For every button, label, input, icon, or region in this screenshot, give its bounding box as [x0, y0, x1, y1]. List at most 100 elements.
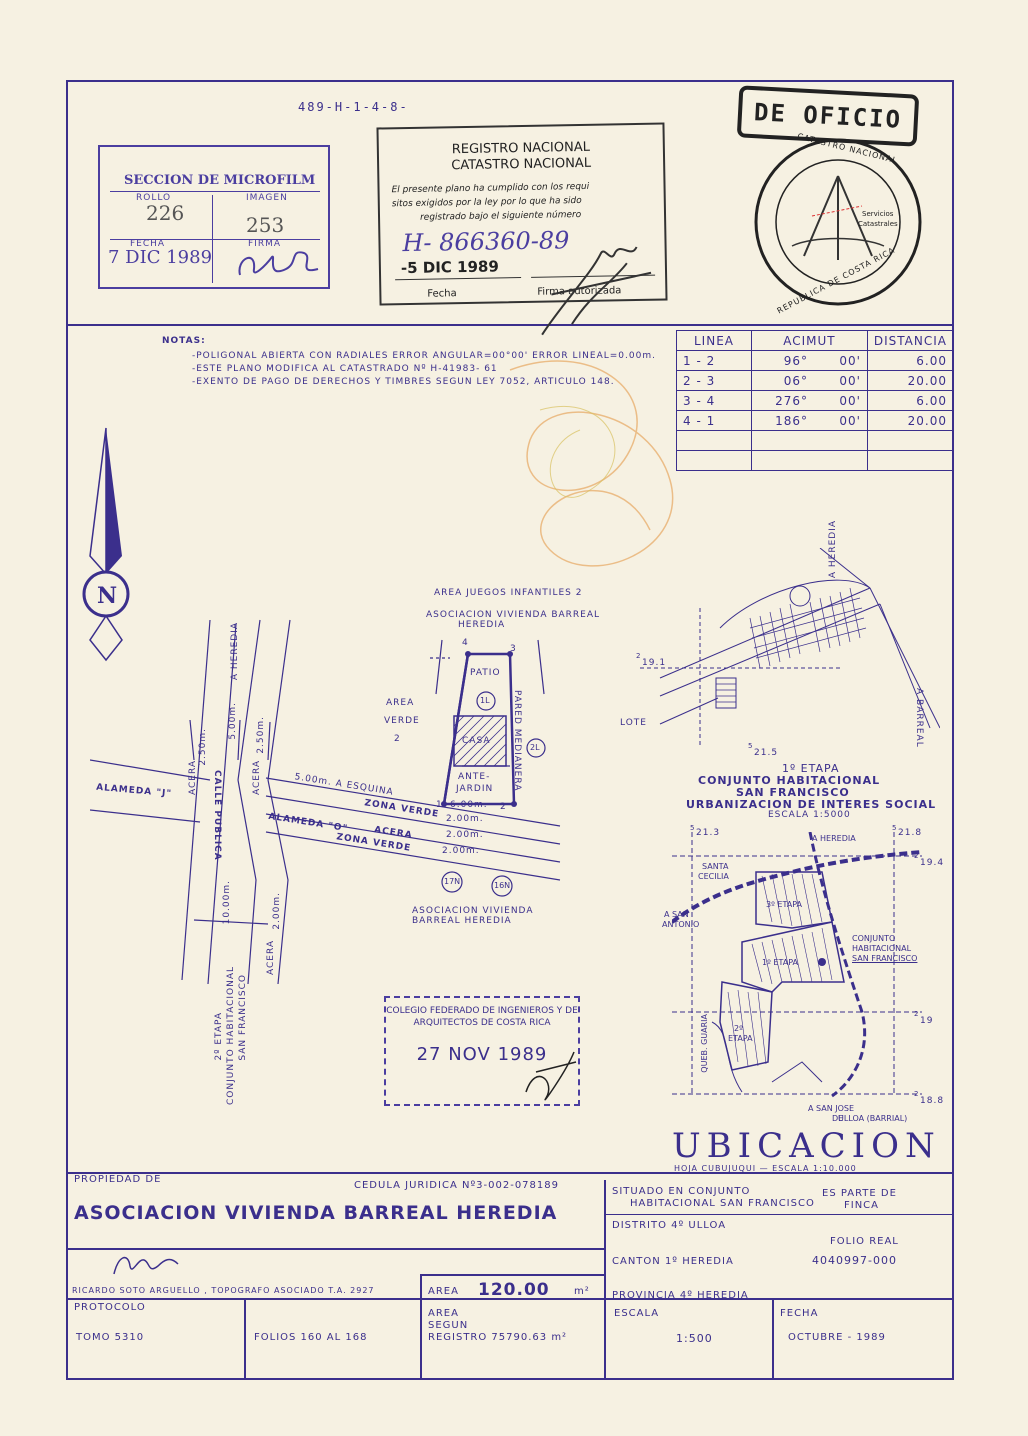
dim-200-3: 2.00m. [442, 846, 480, 856]
row-min: 00' [814, 350, 868, 371]
row-distancia: 20.00 [866, 370, 955, 391]
title-block-hdiv [606, 1214, 954, 1215]
header-distancia: DISTANCIA [866, 330, 955, 351]
distrito: DISTRITO 4º ULLOA [612, 1220, 727, 1231]
map2-antonio-1: A SAN [664, 910, 689, 919]
width-6m: 6.00m. [450, 800, 488, 810]
map2-c19: 19 [920, 1016, 934, 1026]
etapa1-map [640, 548, 940, 748]
calle-publica-label: CALLE PUBLICA [212, 770, 222, 861]
protocolo-label: PROTOCOLO [74, 1302, 146, 1313]
map1-c5: 5 [748, 742, 753, 750]
divider [110, 191, 320, 192]
ante-label-1: ANTE- [458, 772, 491, 782]
topografo-signature [113, 1256, 179, 1275]
row-deg: 186° [751, 410, 814, 431]
ubicacion-sub: HOJA CUBUJUQUI — ESCALA 1:10.000 [674, 1164, 857, 1173]
map2-santa-2: CECILIA [698, 872, 729, 881]
map2-c218: 21.8 [898, 828, 923, 838]
registro-signature [541, 246, 652, 336]
vertex-2: 2 [500, 802, 507, 812]
map2-etapa2b: ETAPA [728, 1034, 753, 1043]
firma-label: FIRMA [248, 239, 282, 249]
north-letter: N [97, 583, 118, 609]
row-min: 00' [814, 370, 868, 391]
title-block-hdiv [66, 1248, 606, 1250]
acera-right: ACERA [252, 760, 262, 796]
lot-1l: 1L [480, 696, 490, 705]
plan-code: 489-H-1-4-8- [298, 100, 409, 114]
registro-text-1: El presente plano ha cumplido con los re… [391, 181, 590, 196]
map1-title-1: 1º ETAPA [782, 762, 840, 775]
area-juegos-label: AREA JUEGOS INFANTILES 2 [434, 588, 583, 598]
title-block-vdiv [244, 1298, 246, 1380]
casa-label: CASA [462, 736, 491, 746]
map2-conj-1: CONJUNTO [852, 934, 896, 943]
vertex-1: 1 [436, 800, 443, 810]
imagen-label: IMAGEN [246, 193, 288, 203]
dim-500: 5.00m. [228, 702, 238, 740]
nota-2: -ESTE PLANO MODIFICA AL CATASTRADO Nº H-… [192, 364, 498, 374]
header-linea: LINEA [676, 330, 752, 351]
dim-1000: 10.00m. [222, 880, 232, 925]
map1-title-2: CONJUNTO HABITACIONAL [698, 774, 881, 787]
lot-17n: 17N [444, 877, 461, 886]
title-block-vdiv [420, 1274, 422, 1380]
map2-c213: 21.3 [696, 828, 721, 838]
map2-sanjose-3: ULLOA (BARRIAL) [838, 1114, 908, 1123]
header-divider [66, 324, 954, 326]
nota-3: -EXENTO DE PAGO DE DERECHOS Y TIMBRES SE… [192, 377, 615, 387]
seal-inner-2: Catastrales [858, 220, 898, 228]
situado-2: HABITACIONAL SAN FRANCISCO [630, 1198, 815, 1209]
map2-etapa1: 1º ETAPA [762, 958, 798, 967]
map2-conj-2: HABITACIONAL [852, 944, 912, 953]
colegio-date: 27 NOV 1989 [416, 1044, 548, 1065]
map2-antonio-2: ANTONIO [662, 920, 700, 929]
table-row [676, 430, 955, 451]
ubicacion-title: UBICACION [672, 1126, 941, 1166]
site-plan-drawing [90, 619, 561, 985]
colegio-signature [525, 1051, 577, 1101]
map1-lote: LOTE [620, 718, 647, 728]
asoc-bot-2: BARREAL HEREDIA [412, 916, 512, 926]
registro-fecha-label: Fecha [427, 288, 457, 300]
owner-name: ASOCIACION VIVIENDA BARREAL HEREDIA [74, 1202, 558, 1224]
title-block-vdiv [772, 1298, 774, 1380]
vertex-4: 4 [462, 638, 469, 648]
map2-c188: 18.8 [920, 1096, 945, 1106]
row-deg: 276° [751, 390, 814, 411]
table-row: 3 - 4 276° 00' 6.00 [676, 390, 955, 411]
map2-etapa3: 3º ETAPA [766, 900, 802, 909]
registro-date: -5 DIC 1989 [400, 257, 499, 278]
area-value: 120.00 [478, 1280, 550, 1300]
folio-real-value: 4040997-000 [812, 1254, 897, 1267]
table-row [676, 450, 955, 471]
area-verde-3: 2 [394, 734, 401, 744]
asoc-bot-1: ASOCIACION VIVIENDA [412, 906, 534, 916]
row-distancia: 6.00 [866, 350, 955, 371]
ante-label-2: JARDIN [456, 784, 494, 794]
row-distancia: 20.00 [866, 410, 955, 431]
pared-medianera-label: PARED MEDIANERA [512, 690, 522, 792]
title-block-hdiv [420, 1274, 606, 1276]
row-linea: 2 - 3 [676, 370, 752, 391]
folios: FOLIOS 160 AL 168 [254, 1332, 368, 1343]
map1-c215: 21.5 [754, 748, 779, 758]
conj-label-1: CONJUNTO HABITACIONAL [226, 966, 236, 1105]
patio-label: PATIO [470, 668, 501, 678]
plan-a-heredia: A HEREDIA [230, 622, 240, 681]
table-header: LINEA ACIMUT DISTANCIA [676, 330, 955, 351]
topografo-line: RICARDO SOTO ARGUELLO , TOPOGRAFO ASOCIA… [72, 1286, 375, 1295]
asoc-top-2: HEREDIA [458, 620, 506, 630]
imagen-value: 253 [246, 213, 285, 237]
map2-sanjose-1: A SAN JOSE [808, 1104, 855, 1113]
map2-c194-sup: 2 [914, 852, 919, 860]
area-segun-1: AREA [428, 1308, 459, 1319]
area-verde-2: VERDE [384, 716, 420, 726]
canton: CANTON 1º HEREDIA [612, 1256, 734, 1267]
area-unit: m² [574, 1286, 590, 1297]
fecha-label: FECHA [130, 239, 166, 249]
row-linea: 3 - 4 [676, 390, 752, 411]
area-segun-3: REGISTRO 75790.63 m² [428, 1332, 568, 1343]
row-deg: 96° [751, 350, 814, 371]
